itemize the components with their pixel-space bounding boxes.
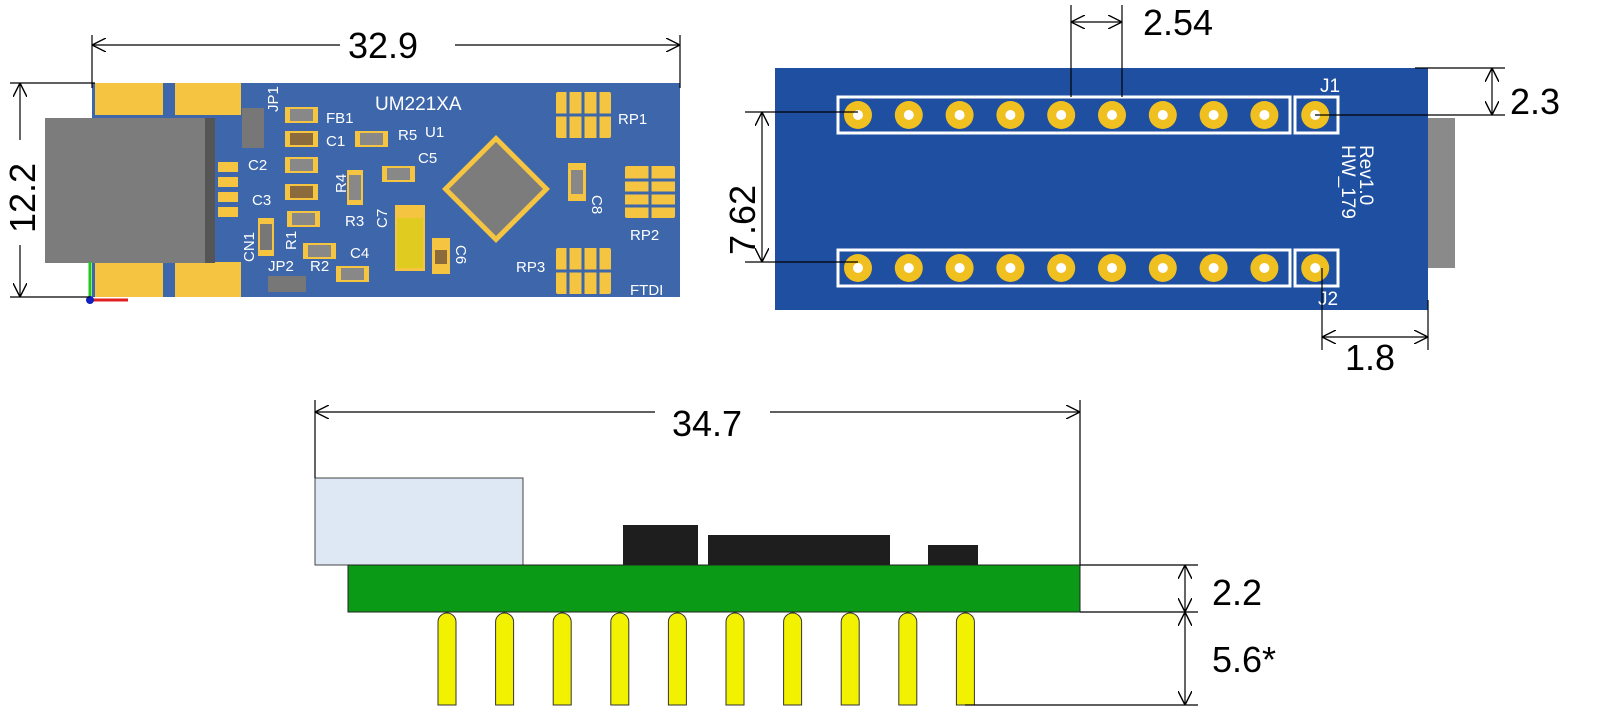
label-ftdi: FTDI — [630, 282, 663, 299]
header-pin — [437, 612, 457, 706]
label-jp2: JP2 — [268, 258, 294, 275]
side-board — [347, 564, 1081, 613]
pad-hole — [1107, 263, 1117, 273]
chip-1 — [623, 525, 698, 565]
pad-hole — [954, 263, 965, 273]
rev-text: Rev1.0 — [1355, 145, 1376, 205]
header-pin — [783, 612, 803, 706]
pad-hole — [1157, 263, 1168, 273]
pad-hole — [903, 110, 914, 120]
side-view: 34.7 2.2 5.6* — [314, 400, 1276, 706]
component-labels: JP1 FB1 C1 R5 C5 C2 C3 R4 R3 C7 C8 CN1 R… — [241, 86, 663, 299]
label-rp2: RP2 — [630, 227, 659, 244]
dim-2-2: 2.2 — [1212, 572, 1262, 613]
dim-32-9: 32.9 — [348, 25, 418, 66]
usb-pads — [95, 83, 241, 297]
pad-hole — [1056, 263, 1067, 273]
header-pin — [725, 612, 745, 706]
pad-hole — [1208, 110, 1219, 120]
smd-components — [242, 92, 675, 294]
silkscreen-outlines — [836, 95, 1340, 288]
pad-hole — [1107, 110, 1117, 120]
label-r5: R5 — [398, 127, 417, 144]
hw-text-mirrored: HW_179 — [1337, 145, 1358, 219]
usb-connector-side — [1425, 118, 1455, 268]
pad-hole — [1056, 110, 1067, 120]
label-r2: R2 — [310, 258, 329, 275]
label-rp1: RP1 — [618, 111, 647, 128]
chip-3 — [928, 545, 978, 565]
label-c4: C4 — [350, 245, 369, 262]
label-jp1: JP1 — [265, 86, 282, 112]
header-pin — [840, 612, 860, 706]
label-c1: C1 — [326, 133, 345, 150]
header-pins — [437, 612, 975, 706]
label-j1: J1 — [1320, 76, 1340, 97]
label-r1: R1 — [283, 231, 300, 250]
bottom-view: J1 J2 Rev1.0 HW_179 HW_179 2.54 7.62 2.3 — [722, 2, 1560, 378]
header-pin — [667, 612, 687, 706]
pad-hole — [853, 263, 863, 273]
dim-2-3: 2.3 — [1510, 81, 1560, 122]
pad-hole — [1157, 110, 1168, 120]
dimension-pin-length: 5.6* — [965, 612, 1276, 706]
label-c2: C2 — [248, 157, 267, 174]
dim-1-8: 1.8 — [1345, 337, 1395, 378]
pad-hole — [1208, 263, 1219, 273]
label-u1: U1 — [425, 124, 444, 141]
dimension-row-spacing: 7.62 — [722, 111, 858, 263]
label-c8: C8 — [588, 195, 605, 214]
chip-2 — [708, 535, 890, 565]
dimension-thickness: 2.2 — [1080, 564, 1262, 613]
label-c7: C7 — [374, 209, 391, 228]
pad-hole — [954, 110, 965, 120]
usb-connector-profile — [314, 477, 524, 566]
header-pin — [495, 612, 515, 706]
label-c6: C6 — [452, 245, 469, 264]
header-pads — [844, 101, 1330, 282]
ic-u1 — [442, 135, 550, 243]
board-title: UM221XA — [375, 94, 462, 115]
dimension-length-top: 32.9 — [91, 25, 681, 88]
label-r4: R4 — [333, 174, 350, 193]
dim-12-2: 12.2 — [2, 163, 43, 233]
header-pin — [552, 612, 572, 706]
dimension-pitch: 2.54 — [1070, 2, 1213, 97]
pad-hole — [1310, 263, 1321, 273]
dim-2-54: 2.54 — [1143, 2, 1213, 43]
label-j2: J2 — [1318, 289, 1338, 310]
header-pin — [898, 612, 918, 706]
label-c5: C5 — [418, 150, 437, 167]
label-cn1: CN1 — [241, 232, 258, 262]
label-c3: C3 — [252, 192, 271, 209]
label-fb1: FB1 — [326, 110, 354, 127]
header-pin — [955, 612, 975, 706]
pad-hole — [1005, 110, 1016, 120]
dimension-width-top: 12.2 — [2, 82, 95, 298]
pad-hole — [1259, 110, 1270, 120]
pad-hole — [903, 263, 914, 273]
dimension-edge-side: 1.8 — [1321, 268, 1429, 378]
dim-34-7: 34.7 — [672, 403, 742, 444]
pad-hole — [1259, 263, 1270, 273]
label-r3: R3 — [345, 213, 364, 230]
pad-hole — [1005, 263, 1016, 273]
usb-connector — [45, 118, 210, 263]
label-rp3: RP3 — [516, 259, 545, 276]
top-view: JP1 FB1 C1 R5 C5 C2 C3 R4 R3 C7 C8 CN1 R… — [2, 25, 681, 304]
header-pin — [610, 612, 630, 706]
dim-7-62: 7.62 — [722, 185, 763, 255]
axis-triad-icon — [86, 262, 128, 304]
dimension-length-side: 34.7 — [314, 400, 1081, 565]
dimension-edge-top: 2.3 — [1315, 67, 1560, 122]
dim-5-6: 5.6* — [1212, 639, 1276, 680]
